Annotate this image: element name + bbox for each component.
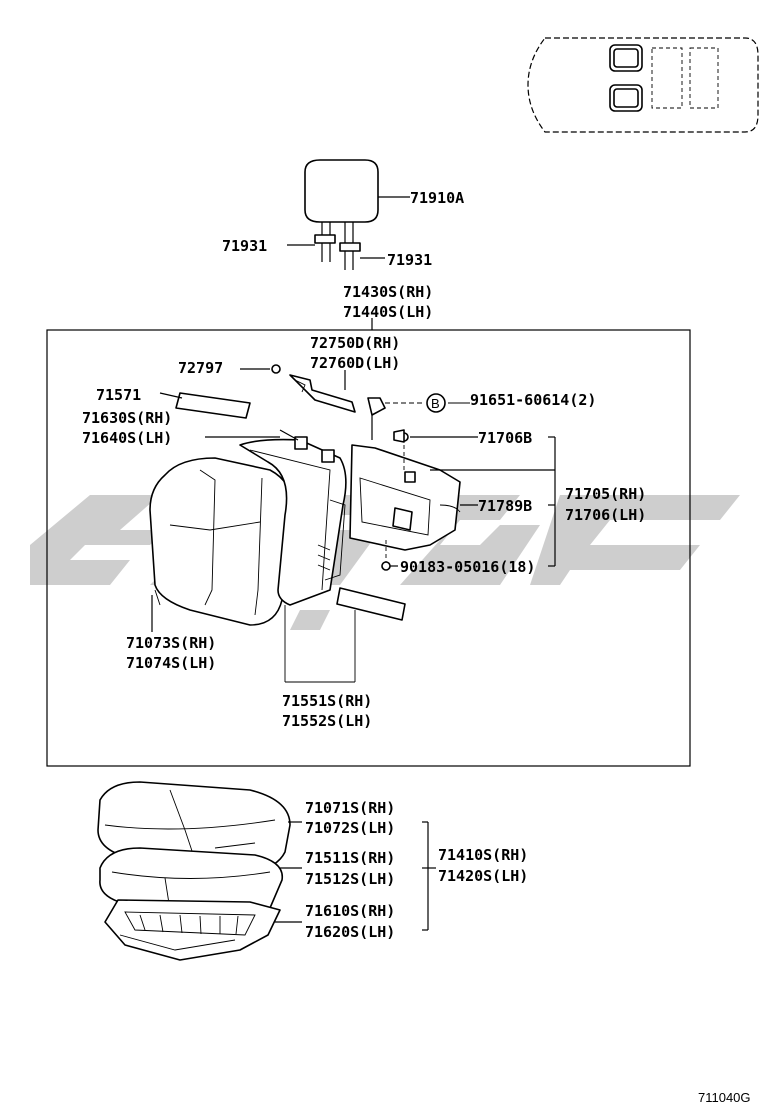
seat-back-cover: [149, 457, 294, 632]
label-cover-back-lh: 71074S(LH): [126, 654, 216, 672]
label-cushion-cover-lh: 71072S(LH): [305, 819, 395, 837]
small-pad: [159, 392, 251, 419]
back-pad: [284, 587, 406, 683]
label-support-right: 71931: [387, 251, 432, 269]
label-frame-lh: 71640S(LH): [82, 429, 172, 447]
back-board: [349, 429, 461, 571]
label-screw: 90183-05016(18): [400, 558, 535, 576]
label-pad-back-rh: 71551S(RH): [282, 692, 372, 710]
car-location-icon: [527, 37, 759, 133]
label-pad-back-lh: 71552S(LH): [282, 712, 372, 730]
callout-labels: 71910A 71931 71931 71430S(RH) 71440S(LH)…: [82, 189, 751, 1105]
label-board-rh: 71705(RH): [565, 485, 646, 503]
circle-marker-label: B: [431, 396, 440, 411]
label-armrest-lh: 72760D(LH): [310, 354, 400, 372]
label-frame-rh: 71630S(RH): [82, 409, 172, 427]
leader-lines: [205, 402, 556, 567]
label-cushion-cover-rh: 71071S(RH): [305, 799, 395, 817]
label-cushion-assy-rh: 71410S(RH): [438, 846, 528, 864]
figure-id: 711040G: [698, 1090, 751, 1105]
label-small-pad: 71571: [96, 386, 141, 404]
label-hook-b: 71706B: [478, 429, 532, 447]
label-cushion-frame-lh: 71620S(LH): [305, 923, 395, 941]
label-cushion-assy-lh: 71420S(LH): [438, 867, 528, 885]
seat-back-group-box: [46, 329, 691, 767]
label-bolt: 91651-60614(2): [470, 391, 596, 409]
cushion-bracket: [422, 821, 436, 931]
label-cover-back-rh: 71073S(RH): [126, 634, 216, 652]
armrest: [240, 364, 425, 440]
seat-back-frame: [239, 429, 347, 606]
label-spring-b: 71789B: [478, 497, 532, 515]
label-board-lh: 71706(LH): [565, 506, 646, 524]
label-armrest-rh: 72750D(RH): [310, 334, 400, 352]
seat-cushion-frame: [104, 899, 302, 961]
label-headrest: 71910A: [410, 189, 464, 207]
label-support-left: 71931: [222, 237, 267, 255]
label-back-assy-lh: 71440S(LH): [343, 303, 433, 321]
label-cushion-frame-rh: 71610S(RH): [305, 902, 395, 920]
label-back-assy-rh: 71430S(RH): [343, 283, 433, 301]
headrest: [287, 159, 410, 270]
circle-marker-b: B: [426, 393, 446, 413]
label-cushion-pad-lh: 71512S(LH): [305, 870, 395, 888]
label-clip: 72797: [178, 359, 223, 377]
label-cushion-pad-rh: 71511S(RH): [305, 849, 395, 867]
